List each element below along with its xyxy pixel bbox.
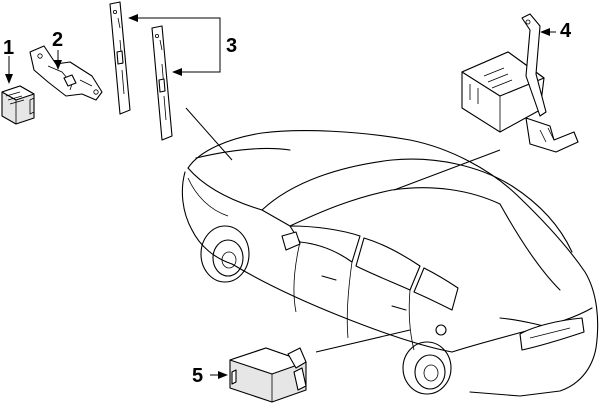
callout-5: 5 [192, 365, 203, 387]
callout-2: 2 [52, 29, 63, 51]
part-sensor-rails-3 [109, 1, 173, 141]
callout-4: 4 [560, 20, 572, 42]
part-module-1 [1, 85, 35, 125]
callout-3: 3 [226, 35, 237, 57]
part-module-5 [229, 347, 307, 403]
part-control-unit-4 [461, 13, 579, 153]
leader-lines [185, 107, 501, 353]
vehicle-sedan [181, 130, 599, 397]
callout-1: 1 [3, 37, 14, 59]
part-bracket-2 [29, 45, 103, 101]
callout-arrows [5, 14, 556, 379]
